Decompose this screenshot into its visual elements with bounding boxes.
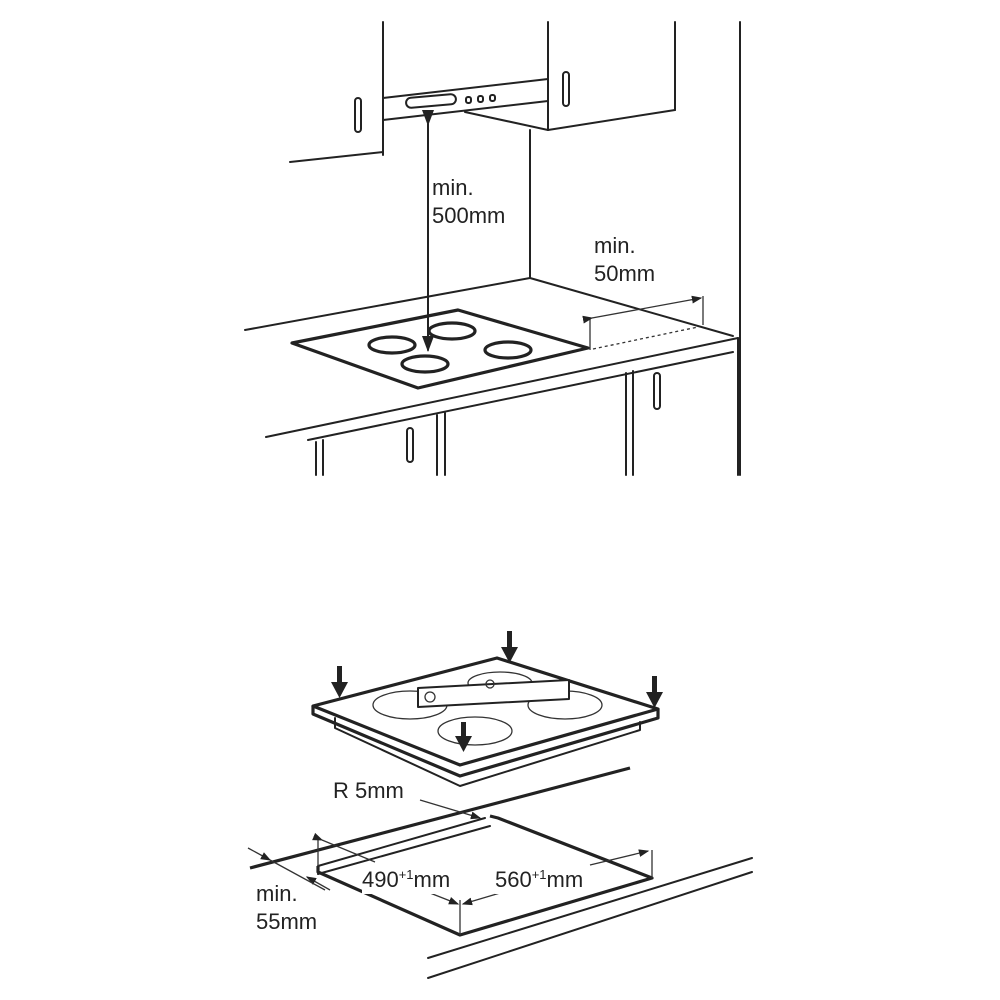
hood-button [465, 96, 472, 104]
down-arrow-icon [331, 666, 348, 698]
side-clearance-label: min. 50mm [594, 232, 655, 288]
base-cabinets [315, 370, 661, 476]
label-line: 55mm [256, 909, 318, 934]
down-arrow-icon [455, 722, 472, 752]
label-line: 50mm [594, 261, 656, 286]
down-arrow-icon [501, 631, 518, 663]
mounting-bracket [417, 679, 570, 708]
label-line: min. [594, 233, 636, 258]
label-line: 500mm [432, 203, 506, 228]
corner-radius-label: R 5mm [333, 778, 404, 803]
depth-unit: mm [413, 867, 451, 892]
side-clearance-dimension [582, 295, 704, 350]
label-line: min. [432, 175, 474, 200]
front-clearance-label: min. 55mm [256, 880, 317, 936]
width-unit: mm [546, 867, 584, 892]
label-line: min. [256, 881, 298, 906]
burner [427, 321, 477, 341]
hood-clearance-label: min. 500mm [432, 174, 505, 230]
cooker-hood [382, 78, 549, 131]
press-arrows [331, 631, 663, 752]
screw-icon [424, 691, 436, 703]
burner [367, 335, 417, 355]
screw-icon [485, 679, 495, 689]
countertop [244, 277, 739, 476]
burner [483, 340, 533, 360]
cabinet-handle [562, 71, 570, 107]
down-arrow-icon [646, 676, 663, 708]
burner [437, 716, 513, 746]
depth-label: 490+1mm [362, 866, 451, 894]
worktop-cutout [247, 766, 753, 979]
hood-button [489, 94, 496, 102]
burner [400, 354, 450, 374]
hood-light-slot [405, 93, 457, 109]
cabinet-handle [354, 97, 362, 133]
hob-top-view [290, 308, 590, 390]
upper-cabinet-right [547, 21, 676, 131]
cabinet-handle [653, 372, 661, 410]
hob-side-view [311, 656, 660, 787]
width-label: 560+1mm [495, 866, 584, 894]
depth-tolerance: +1 [398, 867, 414, 882]
width-tolerance: +1 [531, 867, 547, 882]
upper-cabinet-left [289, 21, 384, 163]
hood-button [477, 95, 484, 103]
cabinet-handle [406, 427, 414, 463]
depth-value: 490 [362, 867, 399, 892]
width-value: 560 [495, 867, 532, 892]
